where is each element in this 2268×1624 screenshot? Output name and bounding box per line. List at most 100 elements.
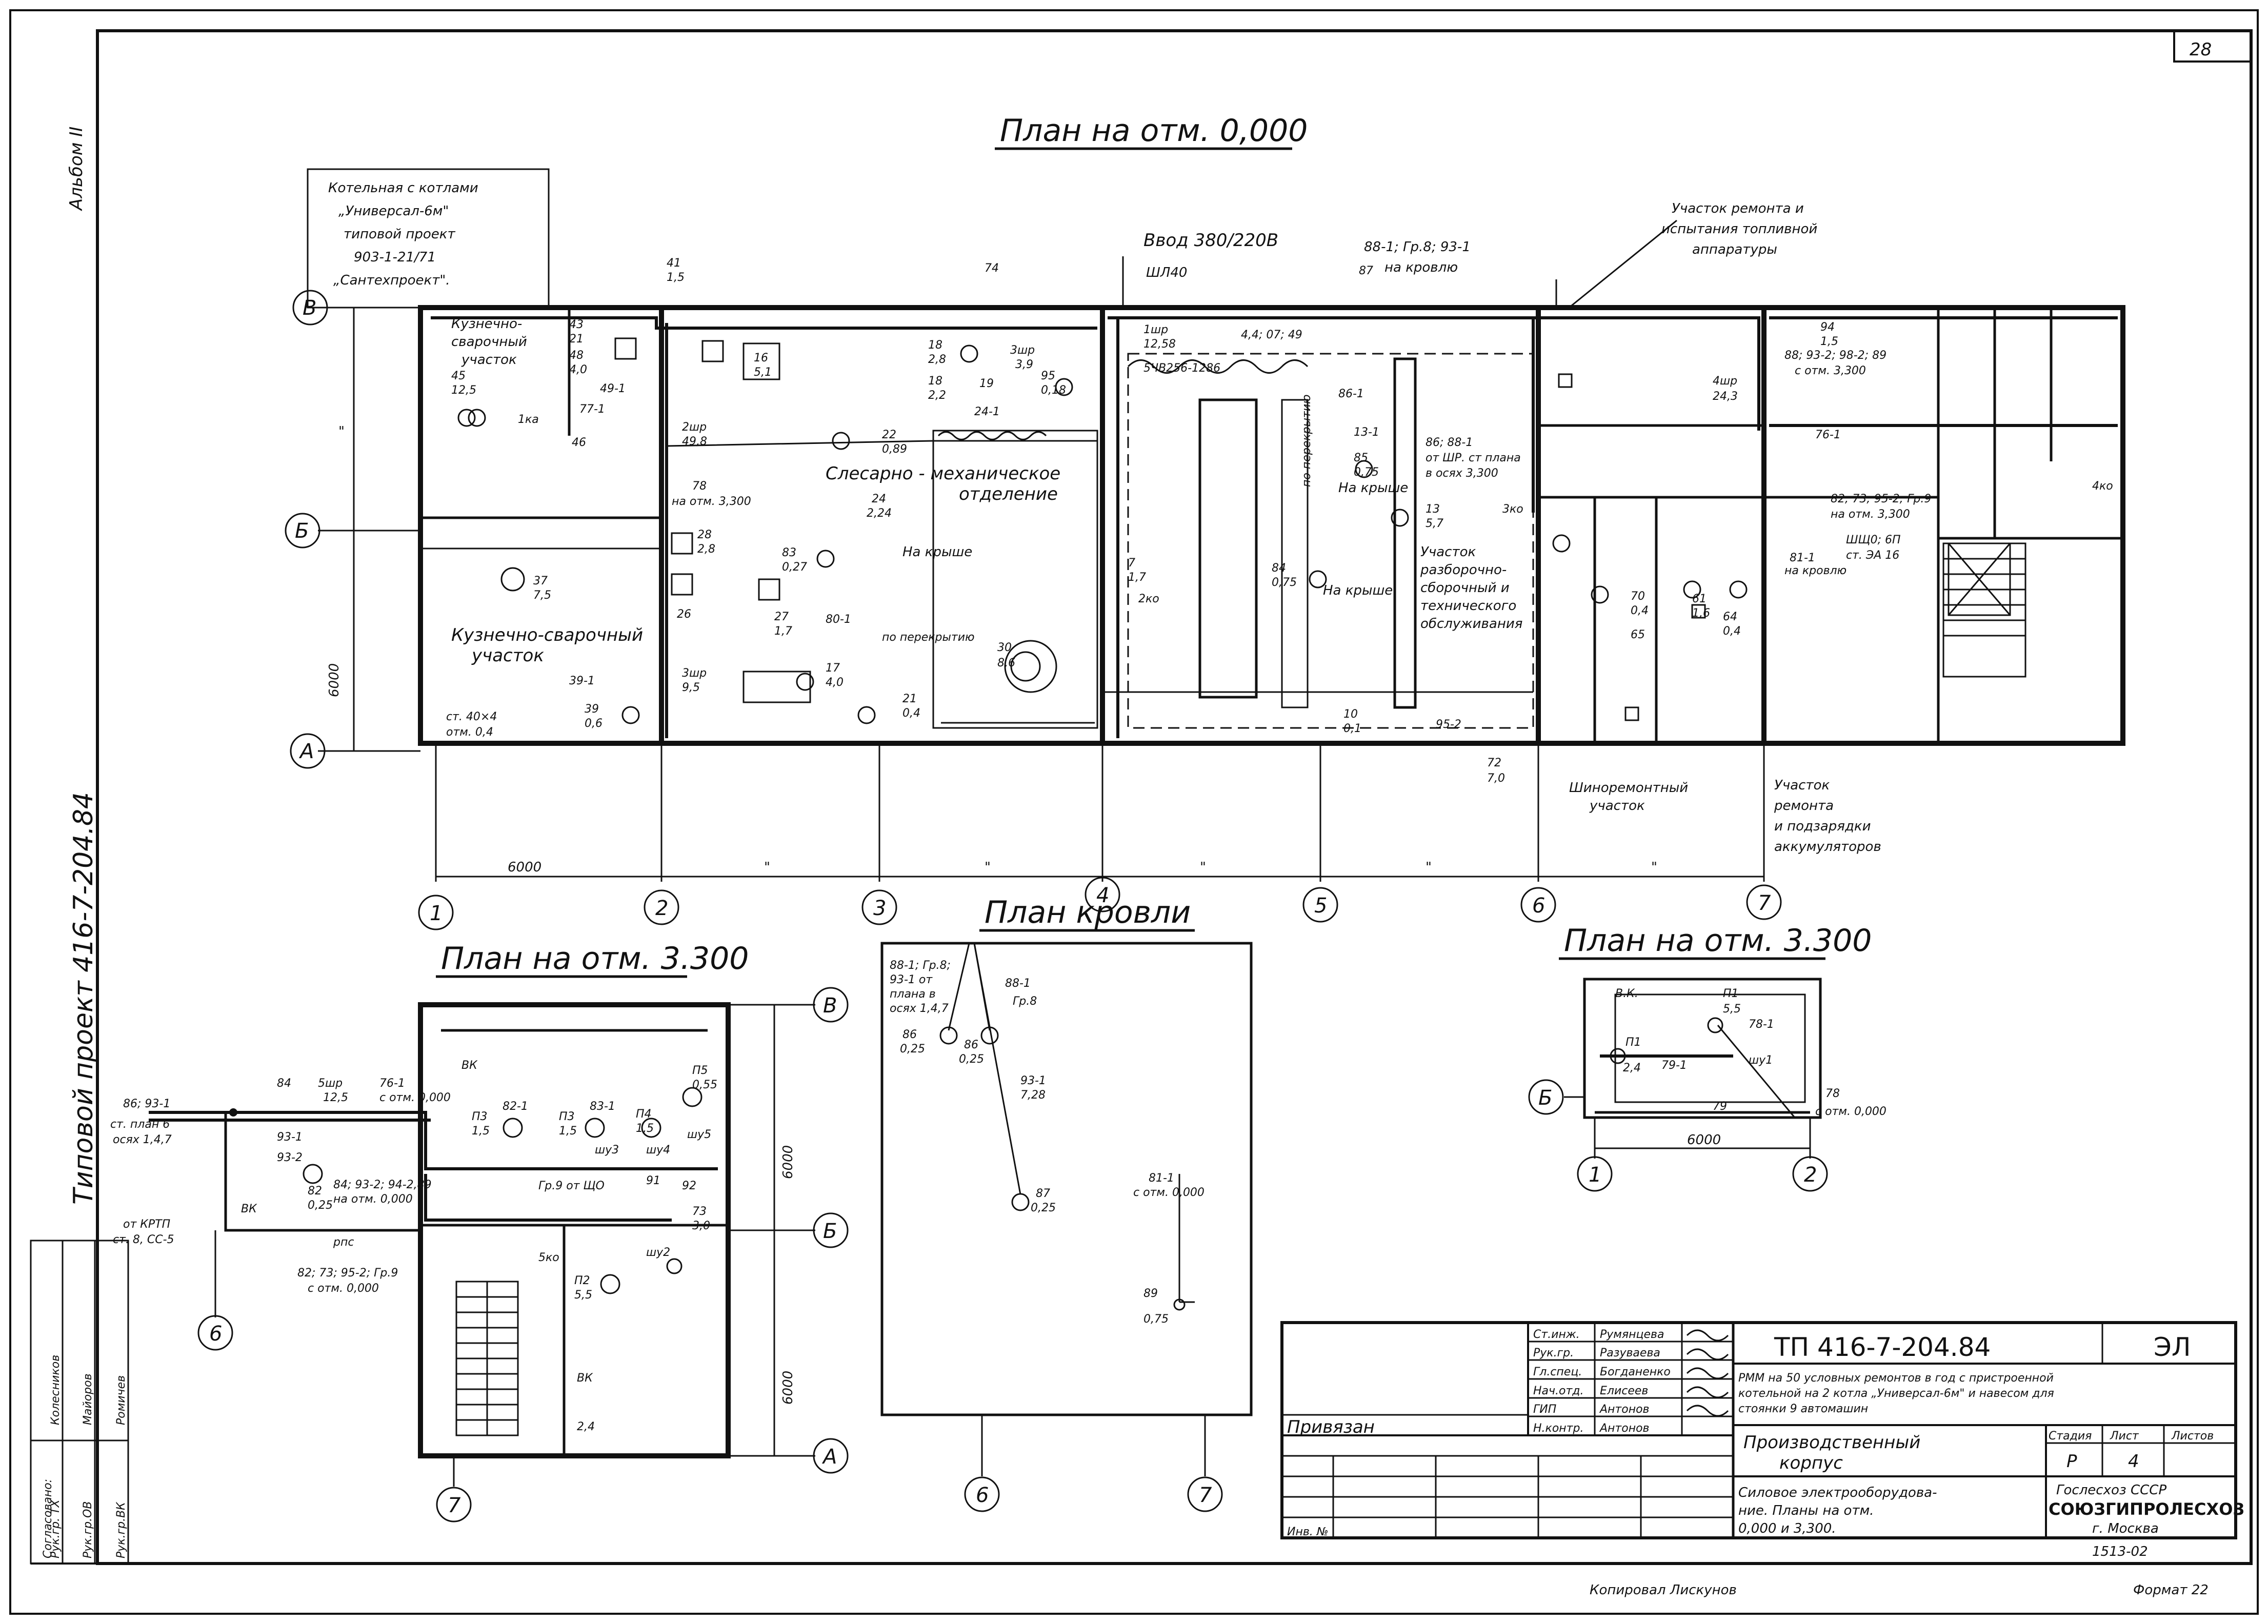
svg-text:7: 7 [448, 1494, 461, 1517]
svg-text:48: 48 [569, 349, 584, 362]
svg-text:2: 2 [1804, 1163, 1817, 1187]
plan-33-right-title: План на отм. 3.300 [1564, 923, 1872, 959]
stamp-sheets-h: Листов [2171, 1430, 2214, 1443]
svg-text:П2: П2 [574, 1274, 590, 1287]
name-1: Румянцева [1600, 1328, 1664, 1341]
note-cable-label2: 5ЧВ256-1286 [1143, 362, 1220, 375]
svg-text:7: 7 [1758, 891, 1771, 915]
svg-text:7,0: 7,0 [1487, 772, 1505, 785]
svg-text:1,7: 1,7 [774, 625, 792, 638]
svg-text:17: 17 [826, 662, 840, 675]
svg-text:П3: П3 [472, 1110, 488, 1123]
svg-text:0,75: 0,75 [1272, 576, 1297, 589]
svg-text:46: 46 [572, 436, 586, 449]
note-from-shr-2: от ШР. ст плана [1426, 452, 1521, 464]
svg-text:93-1: 93-1 [1020, 1074, 1046, 1087]
svg-text:74: 74 [985, 262, 999, 275]
dim-mark-4: " [1426, 860, 1432, 875]
input-label: Ввод 380/220В [1143, 230, 1278, 251]
svg-text:86: 86 [902, 1028, 917, 1041]
svg-text:0,18: 0,18 [1041, 384, 1066, 397]
svg-text:78: 78 [692, 480, 707, 493]
axis-33L-B: Б [813, 1212, 849, 1248]
stairs-right [1942, 542, 2026, 678]
svg-text:А: А [821, 1445, 837, 1469]
svg-text:0,55: 0,55 [692, 1079, 717, 1091]
plan-roof: План кровли 6 7 88-1; Гр.8; 93-1 от план… [880, 895, 1253, 1512]
approval-3: Рук.гр.ВК [115, 1501, 128, 1558]
plan-33-left-title: План на отм. 3.300 [441, 941, 749, 977]
svg-text:82-1: 82-1 [503, 1100, 528, 1113]
note-from-shr-3: в осях 3,300 [1426, 467, 1498, 480]
room-tire-2: участок [1589, 798, 1645, 814]
earth-33L-2: ст. 8, СС-5 [113, 1233, 174, 1246]
axis-bubble-V: В [292, 290, 328, 326]
svg-text:3шр: 3шр [682, 667, 707, 680]
svg-text:0,27: 0,27 [782, 561, 807, 574]
approvals-block: Согласовано: Рук.гр. ТХ Рук.гр.ОВ Рук.гр… [30, 1240, 129, 1565]
svg-text:72: 72 [1487, 757, 1501, 769]
svg-text:3шр: 3шр [1010, 344, 1035, 357]
stamp-code: ТП 416-7-204.84 [1774, 1332, 1991, 1362]
svg-text:1,5: 1,5 [636, 1122, 654, 1135]
svg-text:2ко: 2ко [1138, 593, 1159, 605]
note-on-roof-3: На крыше [1323, 583, 1393, 598]
svg-text:4: 4 [1096, 884, 1109, 907]
svg-text:0,6: 0,6 [585, 717, 603, 730]
svg-text:2,4: 2,4 [577, 1420, 595, 1433]
svg-text:12,5: 12,5 [451, 384, 476, 397]
svg-text:86: 86 [964, 1039, 978, 1051]
axis-33L-6: 6 [197, 1315, 233, 1351]
svg-text:с отм. 0,000: с отм. 0,000 [1133, 1186, 1205, 1199]
boiler-note-4: 903-1-21/71 [354, 250, 436, 265]
plan-33-right: План на отм. 3.300 Б 1 2 6000 В.К. П1 5,… [1528, 923, 1886, 1192]
note-on-roof-1: На крыше [902, 544, 972, 560]
dim-33-left-2: 6000 [780, 1371, 796, 1405]
stamp-org-2: СОЮЗГИПРОЛЕСХОЗ [2049, 1499, 2244, 1519]
svg-text:45: 45 [451, 370, 466, 382]
svg-text:1ка: 1ка [518, 413, 539, 426]
svg-text:Гр.9 от ЩО: Гр.9 от ЩО [538, 1180, 605, 1192]
room-battery-3: и подзарядки [1774, 819, 1871, 834]
approval-2: Рук.гр.ОВ [82, 1501, 94, 1559]
svg-text:5: 5 [1314, 894, 1327, 918]
svg-text:с отм. 0,000: с отм. 0,000 [379, 1091, 451, 1104]
room-assembly-4: технического [1420, 598, 1516, 614]
svg-text:61: 61 [1692, 593, 1707, 605]
stamp-desc-2: котельной на 2 котла „Универсал-6м" и на… [1738, 1387, 2054, 1400]
svg-text:0,25: 0,25 [1031, 1202, 1056, 1214]
approval-1: Рук.гр. ТХ [49, 1499, 62, 1558]
svg-text:78-1: 78-1 [1749, 1018, 1774, 1031]
svg-text:79: 79 [1713, 1100, 1727, 1113]
approved-label: Согласовано: [42, 1479, 54, 1558]
stamp-building-2: корпус [1779, 1453, 1843, 1473]
room-forge-top-1: Кузнечно- [451, 316, 522, 332]
svg-text:1,5: 1,5 [472, 1125, 490, 1138]
note-riser-82-2: на отм. 3,300 [1831, 508, 1910, 521]
svg-text:1: 1 [430, 902, 443, 925]
svg-text:12,5: 12,5 [323, 1091, 348, 1104]
stamp-tied: Привязан [1287, 1417, 1375, 1437]
svg-text:81-1: 81-1 [1149, 1172, 1174, 1185]
axis-bubble-4: 4 [1085, 877, 1120, 912]
svg-text:77-1: 77-1 [579, 403, 605, 416]
svg-text:10: 10 [1343, 708, 1358, 721]
stamp-stage: Р [2066, 1451, 2077, 1472]
approval-name-1: Колесников [49, 1355, 62, 1425]
svg-text:18: 18 [928, 339, 942, 352]
note-ceiling-2: по перекрытию [1300, 394, 1313, 487]
roof-note-4: осях 1,4,7 [890, 1002, 949, 1015]
svg-text:2,4: 2,4 [1623, 1062, 1641, 1074]
room-forge-main-1: Кузнечно-сварочный [451, 625, 643, 645]
svg-text:64: 64 [1723, 611, 1737, 623]
svg-text:87: 87 [1036, 1187, 1050, 1200]
axis-33R-2: 2 [1792, 1156, 1828, 1192]
svg-text:2шр: 2шр [682, 421, 707, 434]
svg-text:1,5: 1,5 [559, 1125, 577, 1138]
svg-text:В: В [303, 296, 316, 320]
stamp-sheet-no: 4 [2128, 1451, 2139, 1472]
svg-text:85: 85 [1354, 452, 1368, 464]
svg-text:ВК: ВК [241, 1203, 257, 1215]
stamp-sheet-title-2: ние. Планы на отм. [1738, 1503, 1874, 1518]
album-label: Альбом II [66, 127, 87, 211]
